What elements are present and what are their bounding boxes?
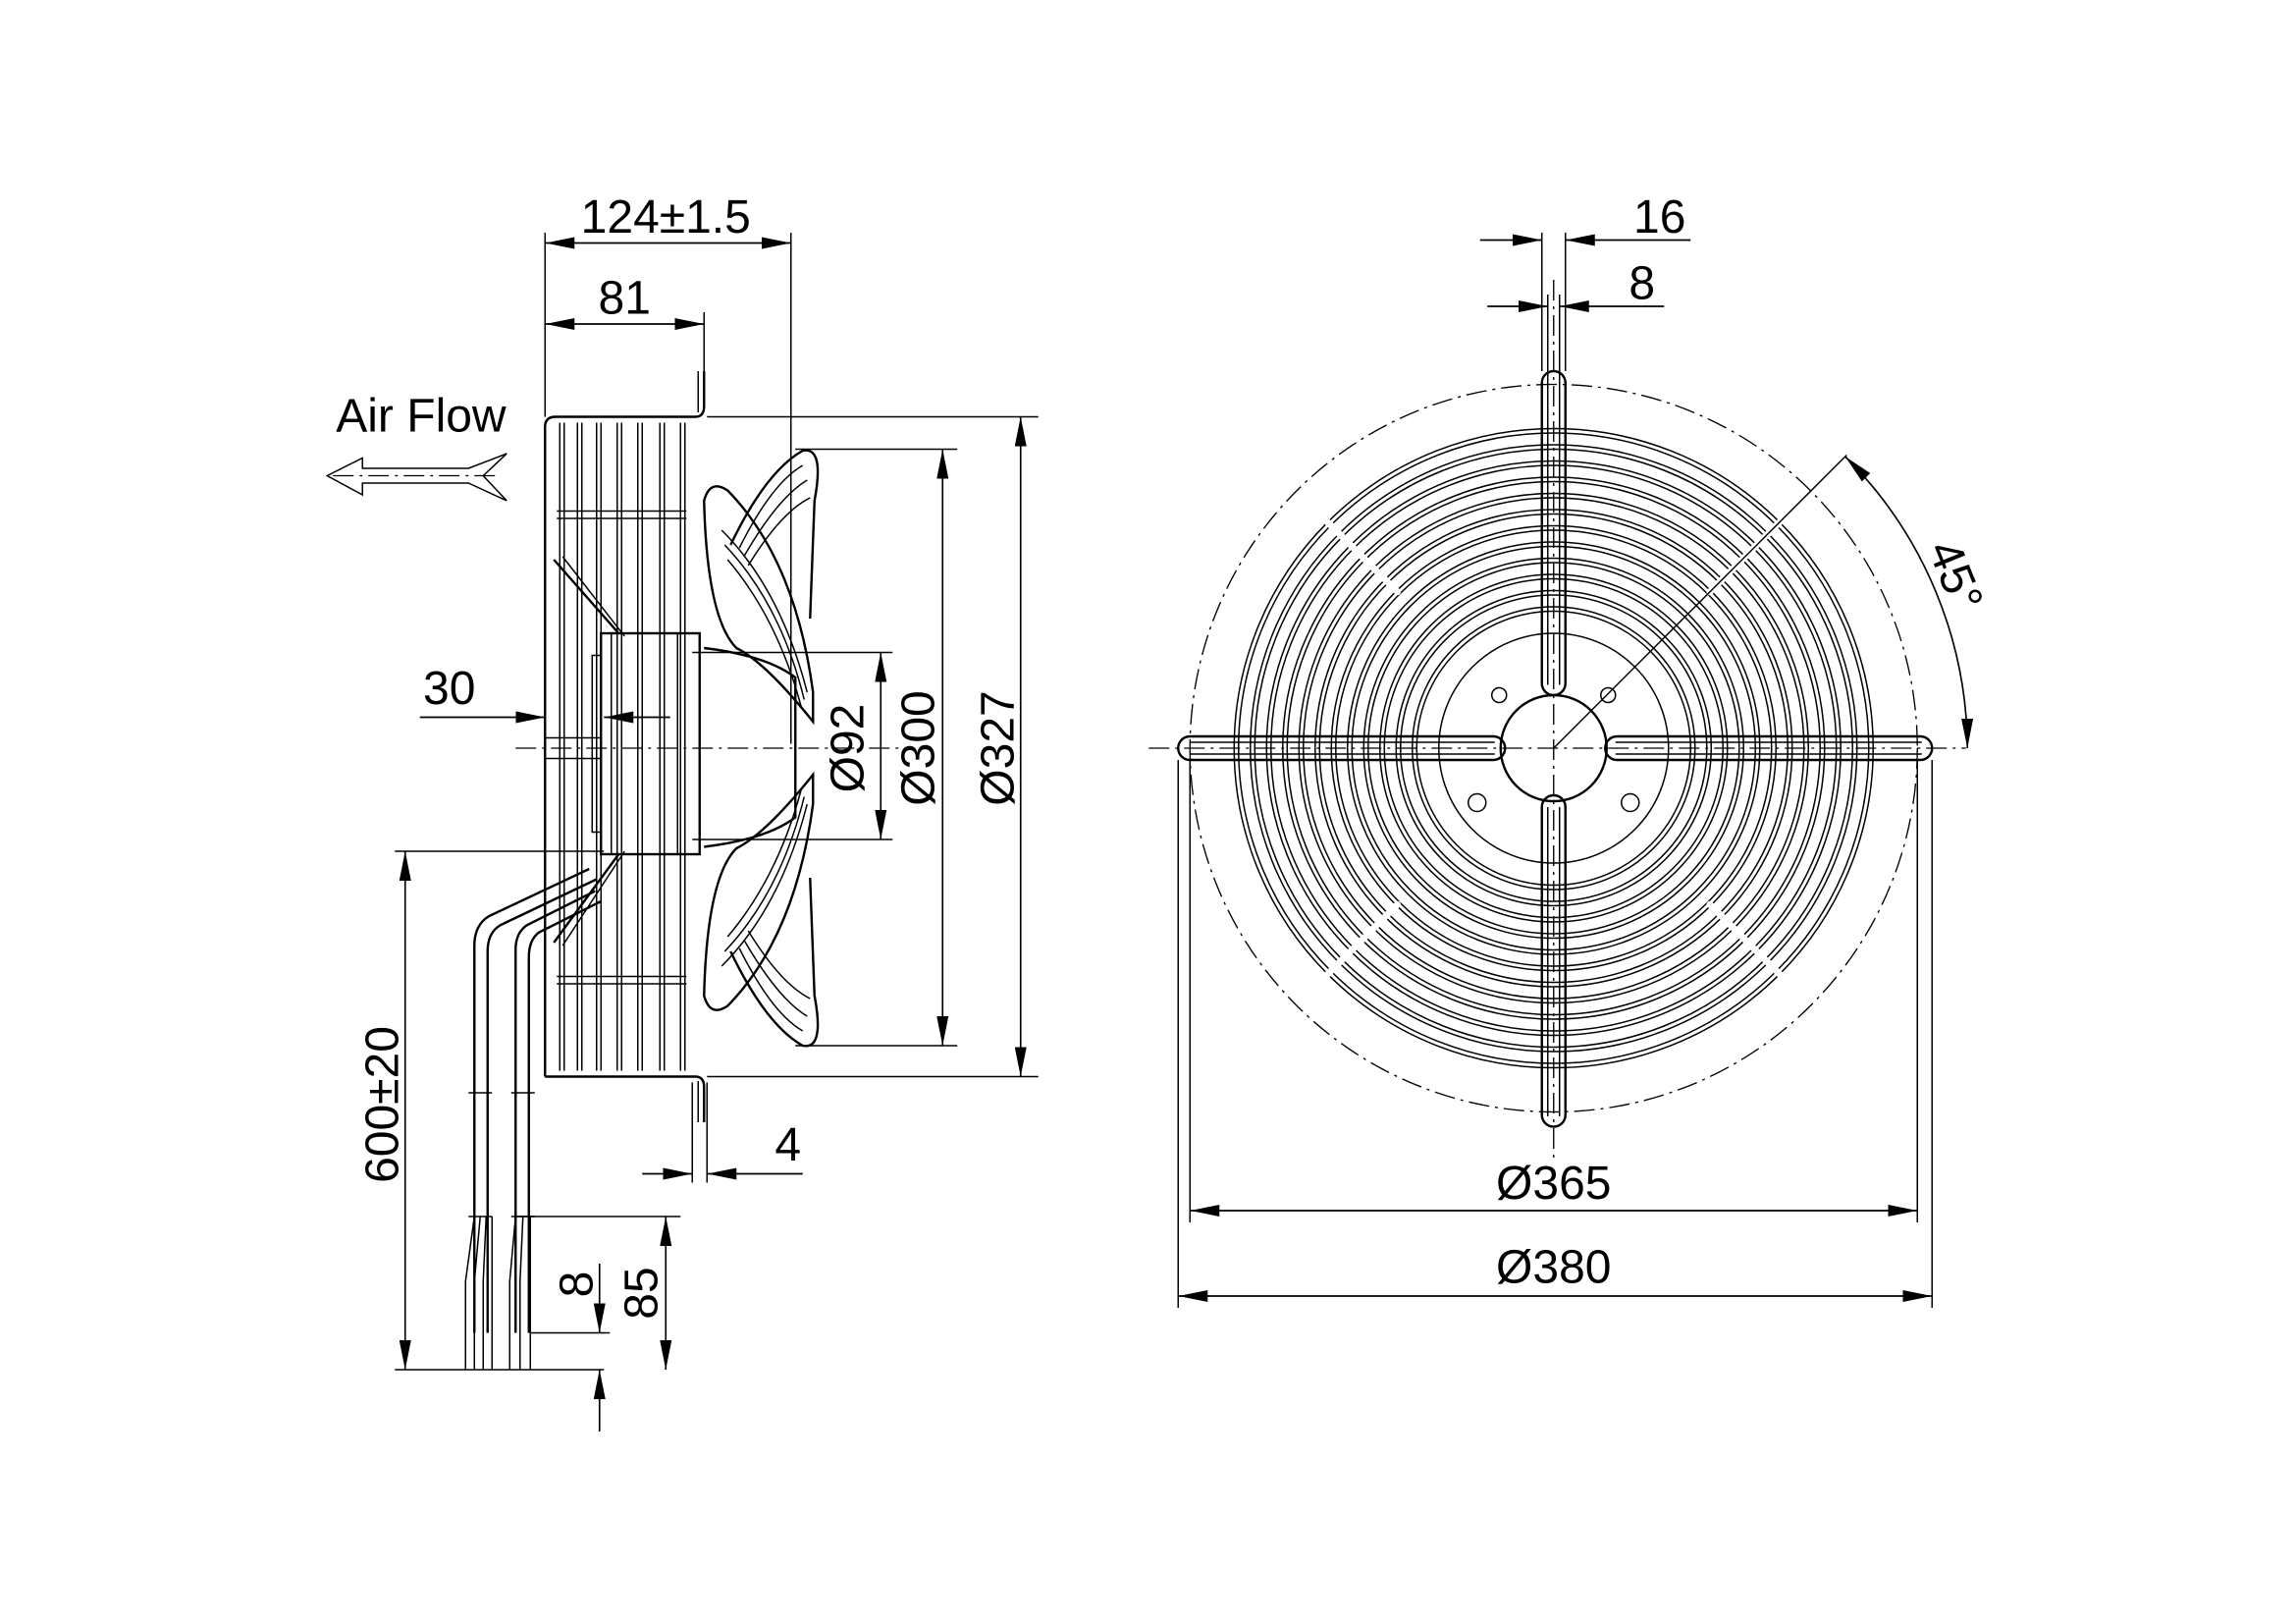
dim-overall-depth: 124±1.5 [581,191,751,243]
dimensions-side: 124±1.5 81 30 Ø92 Ø300 Ø327 600±20 [356,191,1039,1432]
motor [553,556,701,947]
dim-bar-width: 16 [1633,191,1685,243]
dim-frame-diameter: Ø327 [972,690,1024,805]
dim-flange-thickness: 4 [774,1119,801,1171]
front-view: 16 8 45° Ø365 Ø380 [1148,191,1993,1308]
side-view: Air Flow [325,191,1039,1432]
impeller-blades [703,449,820,1048]
airflow-arrow-icon [325,453,507,502]
cables [464,867,602,1370]
dim-slot-width: 8 [1629,258,1655,310]
dimensions-front: 16 8 45° Ø365 Ø380 [1177,191,1993,1308]
dim-flange-depth: 81 [599,273,651,325]
dim-hub-diameter: Ø92 [822,704,874,793]
airflow-label: Air Flow [336,391,507,443]
dim-wire-end: 8 [551,1271,603,1298]
dim-hole-circle: Ø365 [1496,1158,1611,1210]
dim-angle: 45° [1917,533,1992,619]
dim-hub-offset: 30 [423,663,475,715]
dim-cable-length: 600±20 [356,1026,408,1183]
dim-strip-length: 85 [615,1267,667,1319]
dim-impeller-diameter: Ø300 [892,690,944,805]
fan-frame [544,371,706,1122]
dim-outer: Ø380 [1496,1242,1611,1294]
mounting-bars [1177,369,1934,1128]
